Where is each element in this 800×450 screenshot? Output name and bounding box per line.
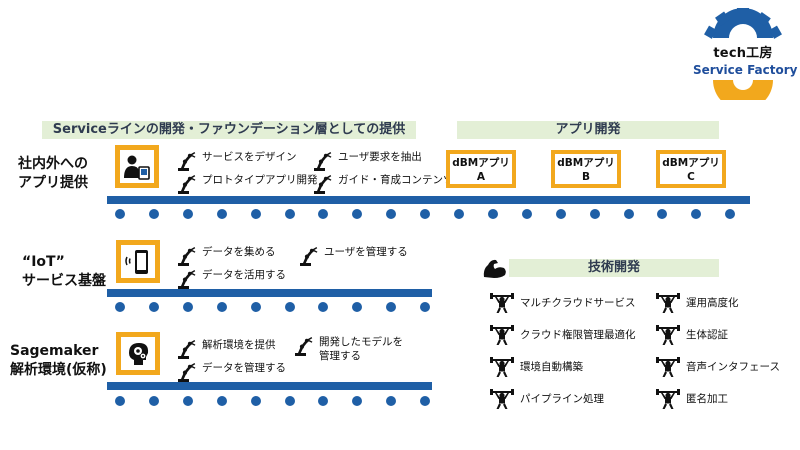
conveyor-roller — [420, 396, 431, 406]
conveyor-roller — [454, 209, 464, 219]
robot-arm-icon — [312, 173, 332, 195]
item-manage-users: ユーザを管理する — [298, 245, 408, 267]
foundation-header: Serviceラインの開発・ファウンデーション層としての提供 — [42, 121, 416, 139]
conveyor-roller — [521, 209, 532, 219]
conveyor-roller — [318, 209, 329, 219]
tech-pipeline: パイプライン処理 — [490, 386, 604, 410]
robot-arm-icon — [176, 268, 196, 290]
item-requirement-extraction: ユーザ要求を抽出 — [312, 150, 422, 172]
row-label-app-delivery: 社内外への アプリ提供 — [18, 156, 88, 191]
conveyor-roller — [487, 209, 498, 219]
conveyor-roller — [623, 209, 634, 219]
conveyor-roller — [284, 302, 295, 312]
tech-biometric: 生体認証 — [656, 322, 728, 346]
item-provide-analysis-env: 解析環境を提供 — [176, 338, 276, 360]
conveyor-roller — [115, 209, 125, 219]
conveyor-roller — [657, 209, 668, 219]
tech-multicloud: マルチクラウドサービス — [490, 290, 636, 314]
robot-arm-icon — [176, 245, 196, 267]
tech-voice-interface: 音声インタフェース — [656, 354, 780, 378]
conveyor-roller — [182, 209, 193, 219]
conveyor-roller — [182, 302, 193, 312]
conveyor-roller — [725, 209, 736, 219]
person-device-icon — [124, 155, 150, 180]
conveyor-roller — [250, 396, 261, 406]
strongman-icon — [490, 386, 514, 410]
app-box-b: dBMアプリ B — [551, 150, 621, 188]
flexed-arm-icon — [483, 259, 506, 278]
strongman-icon — [490, 290, 514, 314]
row3-icon-box — [116, 332, 160, 375]
conveyor-roller — [386, 396, 397, 406]
conveyor-roller — [352, 302, 363, 312]
conveyor-roller — [115, 396, 125, 406]
conveyor-roller — [284, 396, 295, 406]
row2-icon-box — [116, 240, 160, 283]
conveyor-roller — [691, 209, 702, 219]
conveyor-roller — [284, 209, 295, 219]
robot-arm-icon — [176, 361, 196, 383]
tech-cloud-permission: クラウド権限管理最適化 — [490, 322, 636, 346]
row1-icon-box — [115, 145, 159, 188]
conveyor-roller — [589, 209, 600, 219]
conveyor-bar-3 — [107, 382, 432, 390]
conveyor-roller — [182, 396, 193, 406]
brain-gears-icon — [129, 342, 149, 365]
robot-arm-icon — [312, 150, 332, 172]
tech-dev-header: 技術開発 — [509, 259, 719, 277]
strongman-icon — [656, 290, 680, 314]
robot-arm-icon — [298, 245, 318, 267]
conveyor-roller — [216, 396, 227, 406]
smartphone-signal-icon — [125, 249, 148, 274]
strongman-icon — [656, 386, 680, 410]
conveyor-roller — [250, 302, 261, 312]
tech-env-automation: 環境自動構築 — [490, 354, 583, 378]
conveyor-roller — [352, 396, 363, 406]
robot-arm-icon — [176, 173, 196, 195]
logo-title: tech工房 — [713, 46, 773, 61]
conveyor-roller — [318, 396, 329, 406]
robot-arm-icon — [176, 338, 196, 360]
item-manage-models: 開発したモデルを 管理する — [293, 335, 403, 363]
conveyor-roller — [115, 302, 125, 312]
row-label-sagemaker: Sagemaker 解析環境(仮称) — [10, 343, 107, 378]
strongman-icon — [656, 322, 680, 346]
item-guide-content: ガイド・育成コンテンツ — [312, 173, 454, 195]
conveyor-roller — [352, 209, 363, 219]
conveyor-roller — [216, 209, 227, 219]
conveyor-roller — [216, 302, 227, 312]
conveyor-roller — [250, 209, 261, 219]
conveyor-bar-2 — [107, 289, 432, 297]
conveyor-roller — [148, 396, 159, 406]
strongman-icon — [656, 354, 680, 378]
app-dev-header: アプリ開発 — [457, 121, 719, 139]
strongman-icon — [490, 322, 514, 346]
robot-arm-icon — [176, 150, 196, 172]
logo-subtitle: Service Factory — [693, 63, 798, 77]
conveyor-roller — [148, 302, 159, 312]
tech-factory-logo: tech工房 Service Factory — [693, 8, 798, 110]
item-prototype-development: プロトタイプアプリ開発 — [176, 173, 318, 195]
conveyor-roller — [555, 209, 566, 219]
tech-anonymization: 匿名加工 — [656, 386, 728, 410]
app-box-a: dBMアプリ A — [446, 150, 516, 188]
robot-arm-icon — [293, 335, 313, 357]
item-service-design: サービスをデザイン — [176, 150, 297, 172]
item-collect-data: データを集める — [176, 245, 276, 267]
conveyor-roller — [386, 302, 397, 312]
strongman-icon — [490, 354, 514, 378]
tech-header-strongman — [482, 257, 508, 283]
conveyor-roller — [420, 209, 431, 219]
conveyor-roller — [386, 209, 397, 219]
conveyor-bar-1 — [107, 196, 750, 204]
conveyor-roller — [420, 302, 431, 312]
conveyor-roller — [148, 209, 159, 219]
tech-ops-advancement: 運用高度化 — [656, 290, 739, 314]
item-manage-data: データを管理する — [176, 361, 286, 383]
conveyor-roller — [318, 302, 329, 312]
row-label-iot-platform: “IoT” サービス基盤 — [22, 254, 106, 289]
app-box-c: dBMアプリ C — [656, 150, 726, 188]
item-utilize-data: データを活用する — [176, 268, 286, 290]
